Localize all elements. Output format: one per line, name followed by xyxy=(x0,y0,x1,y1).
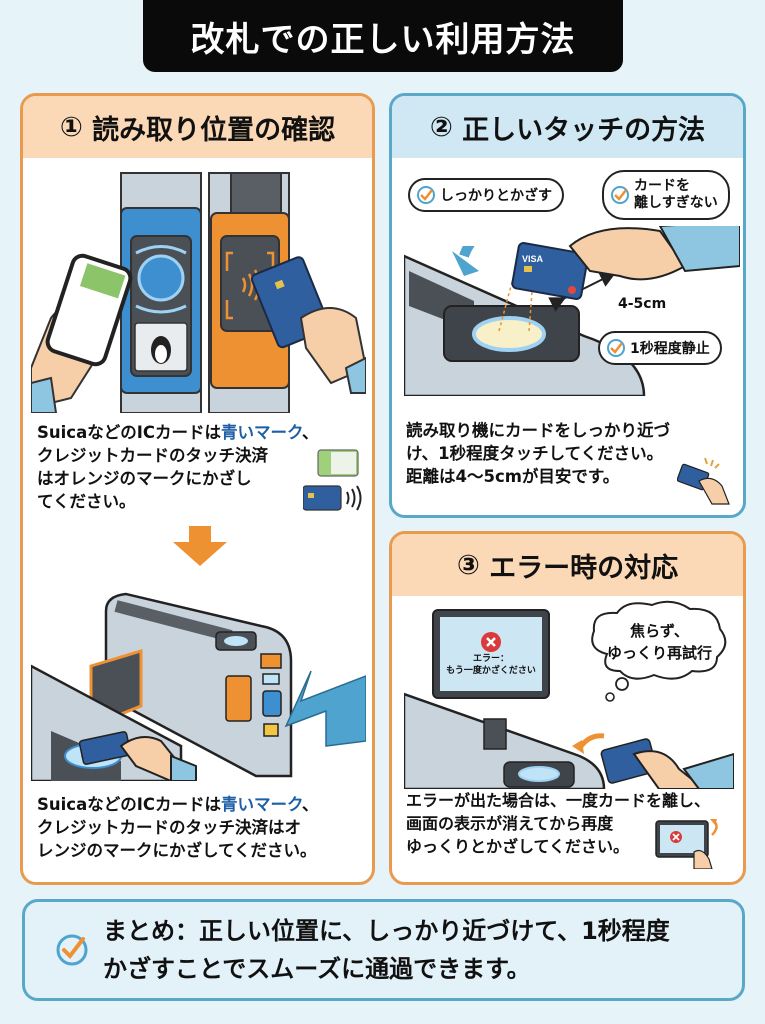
panel-heading: 正しいタッチの方法 xyxy=(462,114,706,146)
instruction-text: 読み取り機にカードをしっかり近づ け、1秒程度タッチしてください。 距離は4〜5… xyxy=(406,421,670,486)
step-number: ③ xyxy=(456,549,480,581)
panel-reading-position: ① 読み取り位置の確認 SuicaなどのICカードは青いマーク、 xyxy=(20,93,375,885)
credit-card-icon xyxy=(303,485,342,511)
card-icons xyxy=(303,449,362,511)
thought-cloud xyxy=(591,600,727,702)
instruction-text: エラーが出た場合は、一度カードを離し、 画面の表示が消えてから再度 ゆっくりとか… xyxy=(406,791,711,856)
visa-card-icon xyxy=(511,242,589,300)
panel-header: ② 正しいタッチの方法 xyxy=(392,96,743,158)
error-screen: エラー： もう一度かざください xyxy=(432,609,550,699)
contactless-icon xyxy=(346,485,362,511)
distance-label: 4-5cm xyxy=(618,296,667,312)
arrow-pointer-icon xyxy=(284,670,366,747)
svg-text:VISA: VISA xyxy=(522,254,544,264)
summary-text: まとめ：正しい位置に、しっかり近づけて、1秒程度 かざすことでスムーズに通過でき… xyxy=(103,917,670,983)
check-icon xyxy=(607,339,625,357)
monitor-touch-icon xyxy=(655,819,718,869)
suica-card-icon xyxy=(79,263,126,299)
check-icon xyxy=(417,186,435,204)
check-icon xyxy=(611,186,629,204)
panel-error-handling: ③ エラー時の対応 エラー： もう一度かざください 焦らず、 ゆっくり再試行 エ… xyxy=(389,531,746,885)
panel-heading: エラー時の対応 xyxy=(489,552,679,584)
hand-card-icon xyxy=(677,457,730,505)
panel-header: ③ エラー時の対応 xyxy=(392,534,743,596)
blue-mark-highlight: 青いマーク xyxy=(220,423,302,442)
speech-bubble-hold-still: 1秒程度静止 xyxy=(598,331,722,365)
check-icon xyxy=(56,934,88,966)
hand-with-card-illustration: VISA xyxy=(511,226,740,300)
speech-bubble-hold-firmly: しっかりとかざす xyxy=(408,178,564,212)
touch-reader-illustration xyxy=(404,246,646,396)
panel-correct-touch: ② 正しいタッチの方法 VISA しっかりとかざす カードを 離しすぎない 4-… xyxy=(389,93,746,518)
instruction-text-bottom: SuicaなどのICカードは青いマーク、 クレジットカードのタッチ決済はオ レン… xyxy=(37,795,319,860)
page-title: 改札での正しい利用方法 xyxy=(190,19,576,60)
speech-bubble-dont-pull-away: カードを 離しすぎない xyxy=(602,170,730,220)
thought-text: 焦らず、 ゆっくり再試行 xyxy=(606,622,712,662)
arrow-down-icon xyxy=(173,526,227,566)
panel-heading: 読み取り位置の確認 xyxy=(92,114,336,146)
error-x-icon xyxy=(481,632,501,652)
summary-box: まとめ：正しい位置に、しっかり近づけて、1秒程度 かざすことでスムーズに通過でき… xyxy=(22,899,745,1001)
ticket-gate-illustration xyxy=(31,592,366,781)
step-number: ① xyxy=(59,111,83,143)
instruction-text-top: SuicaなどのICカードは青いマーク、 クレジットカードのタッチ決済 はオレン… xyxy=(37,423,319,511)
blue-mark-highlight: 青いマーク xyxy=(220,795,302,814)
step-number: ② xyxy=(429,111,453,143)
panel-header: ① 読み取り位置の確認 xyxy=(23,96,372,158)
gate-readers-illustration xyxy=(31,172,366,413)
error-gate-illustration xyxy=(404,692,734,789)
page-title-bar: 改札での正しい利用方法 xyxy=(143,0,623,72)
